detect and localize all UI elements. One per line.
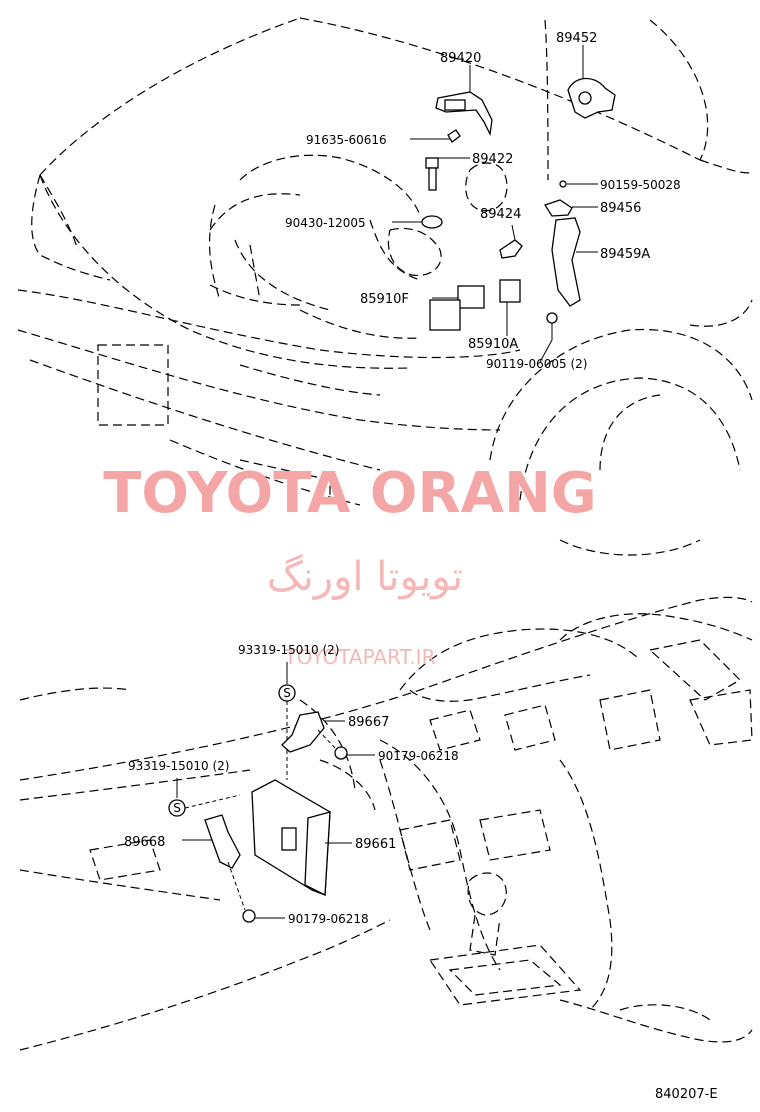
part-89424-sensor <box>499 224 523 259</box>
part-89668-bracket <box>182 814 246 911</box>
part-89422-sensor <box>425 157 470 191</box>
label-89420: 89420 <box>440 51 481 66</box>
part-89661-ecu <box>251 779 352 897</box>
diagram-code: 840207-E <box>655 1087 718 1102</box>
label-90179-06218-b: 90179-06218 <box>288 912 369 926</box>
part-90430-12005-gasket <box>392 215 443 229</box>
part-89456-sensor <box>544 199 598 217</box>
part-89667-bracket <box>281 711 345 753</box>
label-90430-12005: 90430-12005 <box>285 216 366 230</box>
label-85910F: 85910F <box>360 292 409 307</box>
part-89420-sensor <box>435 65 493 137</box>
s-mark-1: S <box>283 686 291 700</box>
part-90179-06218-nut-a <box>334 746 375 760</box>
label-89456: 89456 <box>600 201 641 216</box>
part-90119-06005-bolt <box>539 312 558 363</box>
s-mark-2: S <box>173 801 181 815</box>
label-89452: 89452 <box>556 31 597 46</box>
part-85910A-relay <box>499 279 521 336</box>
part-93319-15010-left-marker <box>168 778 241 817</box>
label-89661: 89661 <box>355 837 396 852</box>
part-85910F-relay <box>429 285 485 331</box>
label-89424: 89424 <box>480 207 521 222</box>
label-91635-60616: 91635-60616 <box>306 133 387 147</box>
label-85910A: 85910A <box>468 337 518 352</box>
car-front-outline <box>17 17 753 556</box>
watermark-persian: تویوتا اورنگ <box>267 554 463 600</box>
part-90159-50028-clip <box>559 180 598 188</box>
dashboard-outline <box>19 596 753 1051</box>
label-89459A: 89459A <box>600 247 650 262</box>
label-93319-15010-top: 93319-15010 (2) <box>238 643 340 657</box>
label-90159-50028: 90159-50028 <box>600 178 681 192</box>
label-90119-06005: 90119-06005 (2) <box>486 357 588 371</box>
part-89459A-bracket <box>551 217 598 307</box>
label-89667: 89667 <box>348 715 389 730</box>
part-91635-60616-bolt <box>410 129 461 143</box>
watermark-site: TOYOTAPART.IR <box>284 645 436 669</box>
label-90179-06218-a: 90179-06218 <box>378 749 459 763</box>
watermark-main: TOYOTA ORANG <box>103 461 597 526</box>
label-89422: 89422 <box>472 152 513 167</box>
part-89452-sensor <box>567 45 616 119</box>
part-90179-06218-nut-b <box>242 909 285 923</box>
part-93319-15010-top-marker <box>278 662 296 780</box>
label-89668: 89668 <box>124 835 165 850</box>
label-93319-15010-left: 93319-15010 (2) <box>128 759 230 773</box>
